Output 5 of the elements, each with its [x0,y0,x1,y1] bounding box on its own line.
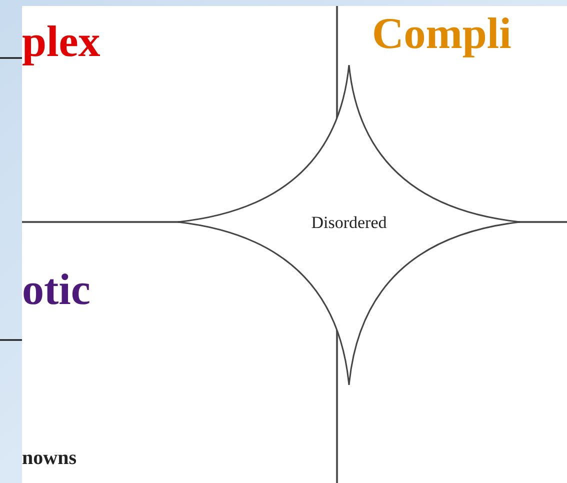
domain-label: plex [22,16,100,68]
domain-label: otic [22,264,90,316]
node-label: Disordered [310,212,388,234]
domain-label: Compli [372,8,512,60]
domain-label: nowns [22,446,76,471]
